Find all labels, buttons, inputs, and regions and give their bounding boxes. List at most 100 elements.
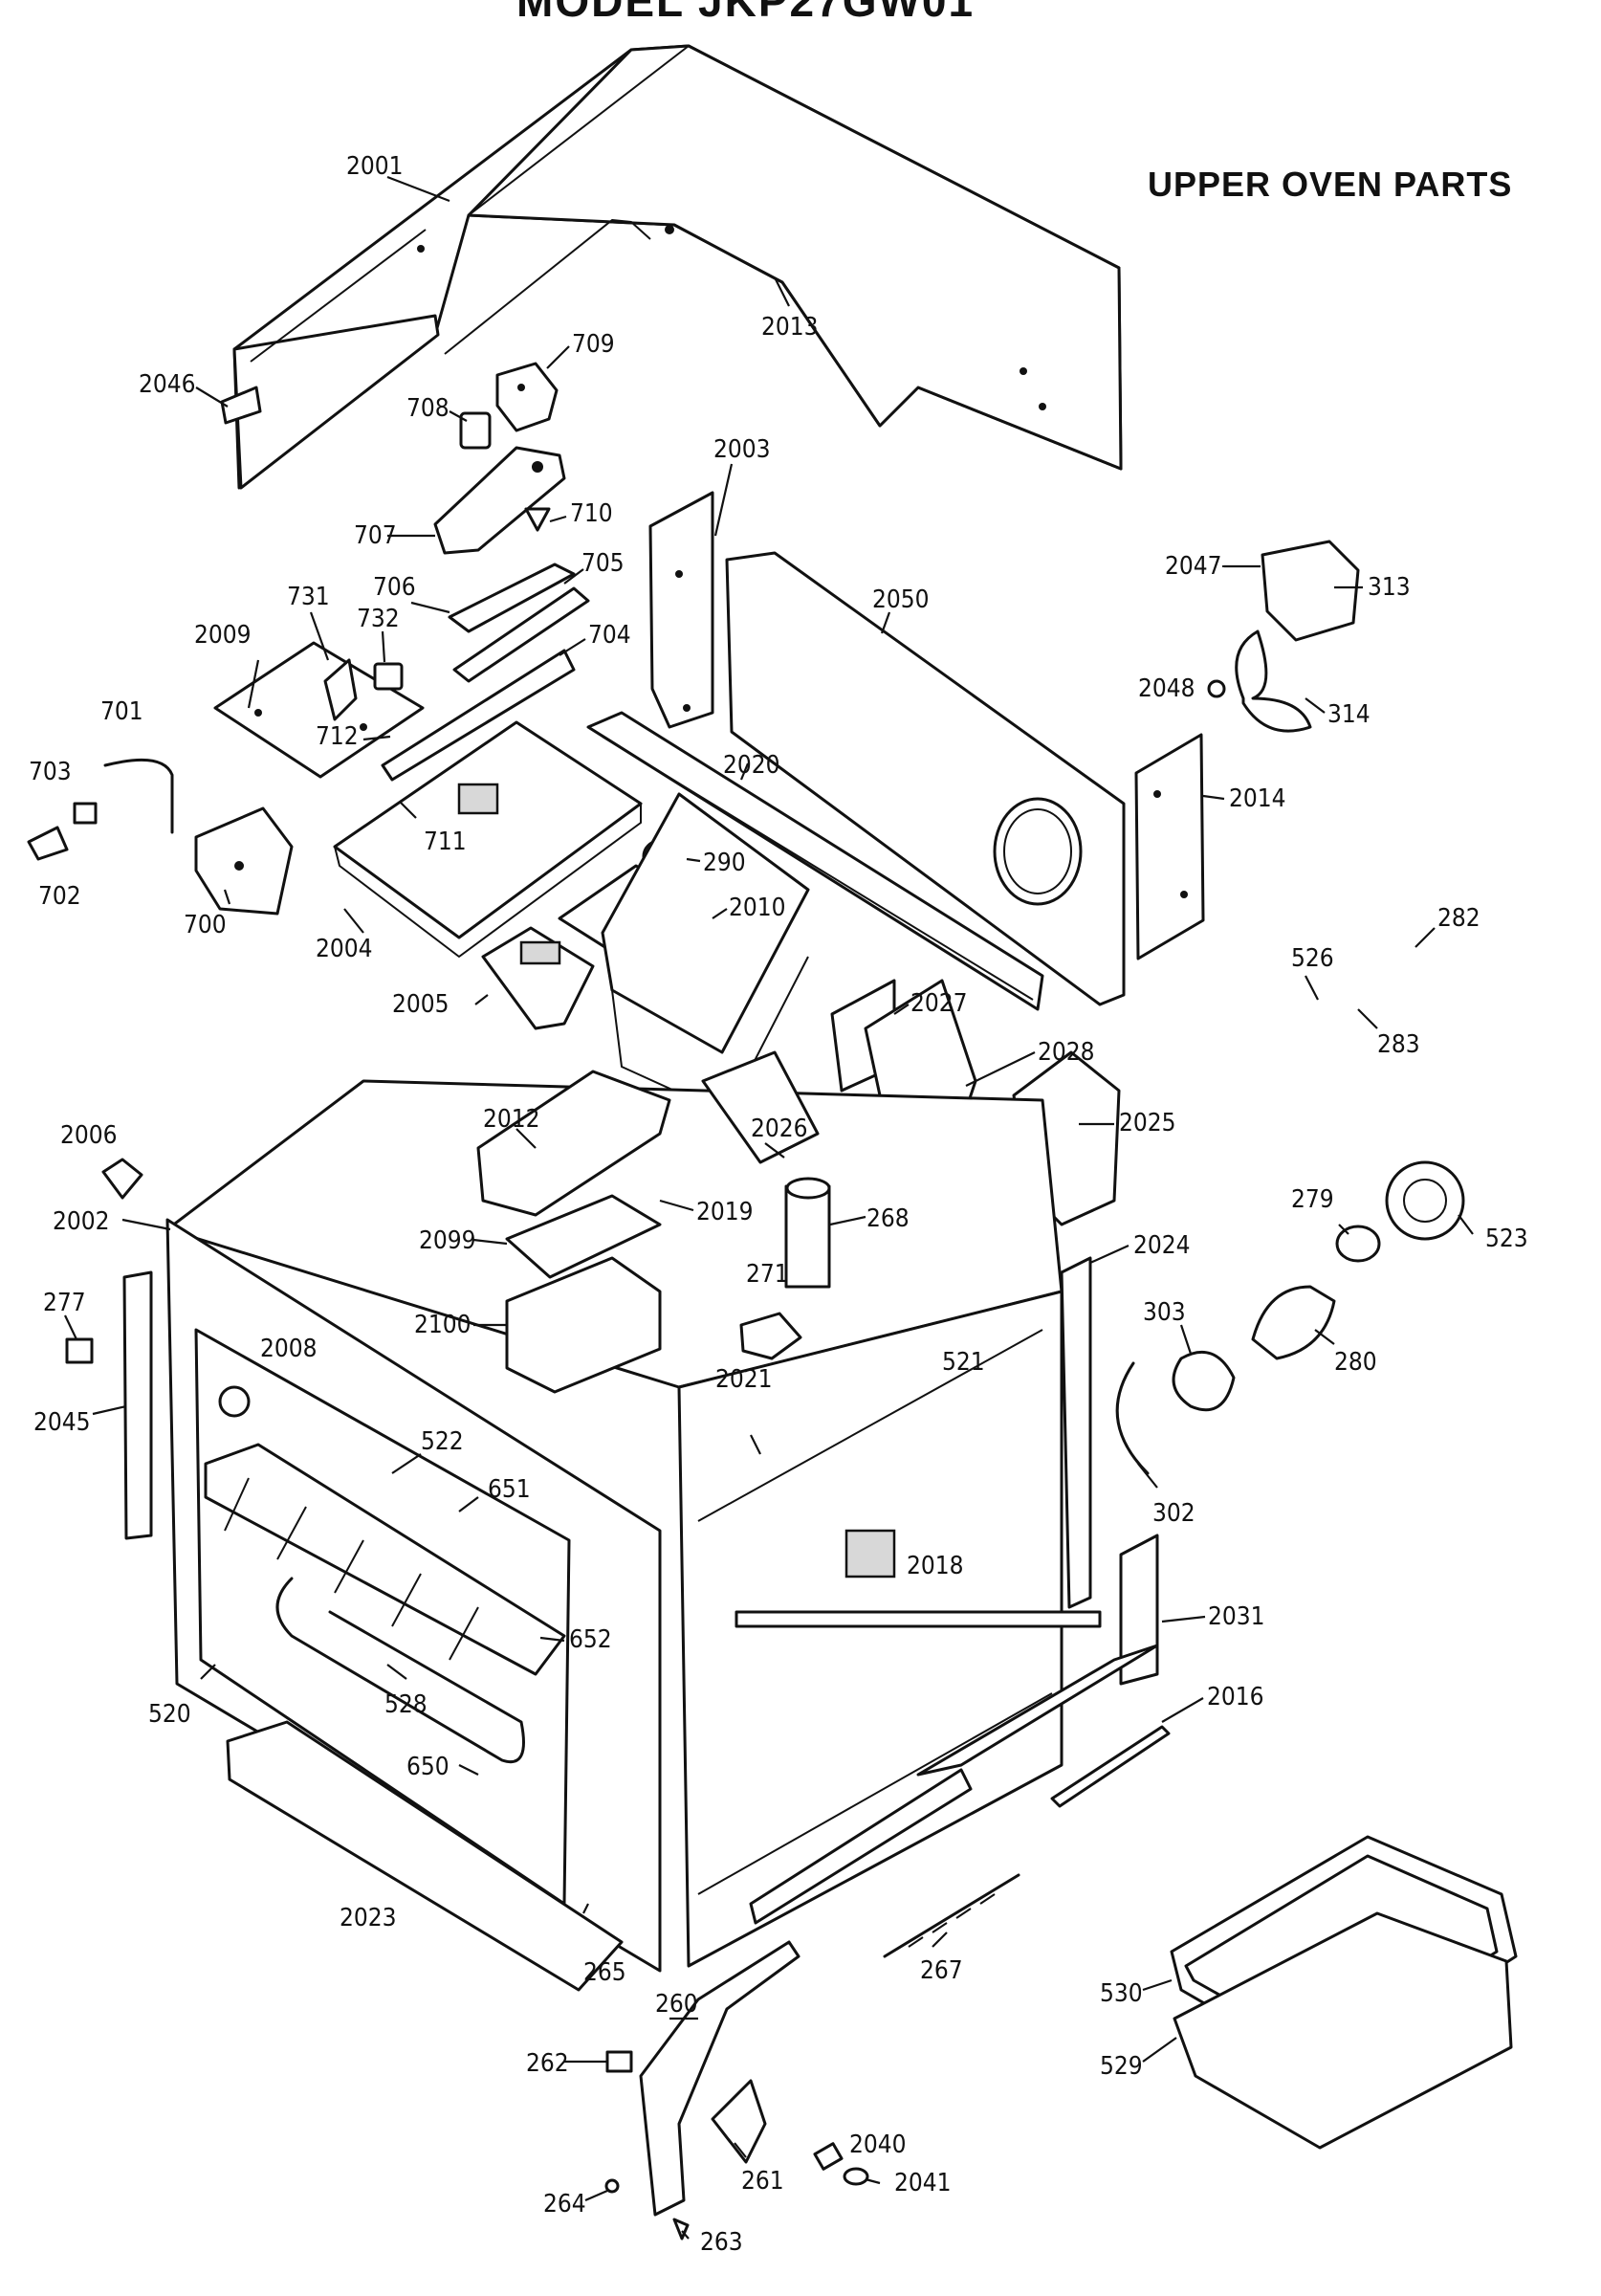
- label-2008: 2008: [260, 1335, 318, 1363]
- shield-2026: [701, 1050, 820, 1164]
- label-302: 302: [1152, 1499, 1195, 1528]
- label-528: 528: [384, 1690, 428, 1719]
- label-261: 261: [741, 2167, 784, 2196]
- label-260: 260: [655, 1990, 698, 2019]
- label-522: 522: [421, 1427, 464, 1456]
- leader-lines: [64, 175, 1474, 2240]
- lens-303: [1172, 1350, 1236, 1412]
- label-2046: 2046: [139, 370, 196, 399]
- label-2045: 2045: [33, 1408, 91, 1437]
- label-2005: 2005: [392, 990, 450, 1019]
- label-526: 526: [1291, 944, 1334, 973]
- label-521: 521: [942, 1348, 985, 1377]
- tab-2006: [101, 1158, 143, 1200]
- label-279: 279: [1291, 1185, 1334, 1214]
- bracket-2046: [220, 386, 262, 425]
- label-2004: 2004: [316, 935, 373, 963]
- switch-732: [373, 662, 404, 691]
- plate-2009: [213, 641, 425, 779]
- rail-2020: [586, 711, 1044, 1011]
- spring-267: [883, 1873, 1020, 1958]
- lever-701: [103, 758, 174, 834]
- label-529: 529: [1100, 2052, 1143, 2081]
- bar-2018: [735, 1610, 1102, 1628]
- label-706: 706: [373, 573, 416, 602]
- model-title: MODEL JKP27GW01: [516, 0, 976, 26]
- label-703: 703: [29, 758, 72, 786]
- label-2040: 2040: [849, 2130, 907, 2159]
- label-652: 652: [569, 1625, 612, 1654]
- label-2047: 2047: [1165, 552, 1222, 581]
- roller-2040-2041: [813, 2142, 869, 2186]
- label-265: 265: [583, 1958, 626, 1987]
- label-2018: 2018: [907, 1552, 964, 1580]
- label-2025: 2025: [1119, 1109, 1176, 1137]
- label-282: 282: [1437, 904, 1480, 933]
- vent-2005: [481, 926, 595, 1030]
- label-262: 262: [526, 2049, 569, 2078]
- broiler-2012: [476, 1070, 671, 1217]
- label-708: 708: [406, 394, 450, 423]
- knob-702: [27, 826, 69, 861]
- label-2031: 2031: [1208, 1602, 1265, 1631]
- label-710: 710: [570, 499, 613, 528]
- label-2041: 2041: [894, 2169, 952, 2197]
- bracket-2024: [1060, 1256, 1092, 1609]
- front-frame-2002: [165, 1218, 662, 1973]
- bulb-280: [1251, 1285, 1336, 1360]
- label-709: 709: [572, 330, 615, 359]
- label-711: 711: [424, 828, 467, 856]
- switch-709: [495, 362, 559, 432]
- trim-2045: [122, 1270, 153, 1540]
- top-cover-2001: [232, 44, 1123, 490]
- bracket-731: [323, 658, 358, 721]
- label-707: 707: [354, 521, 397, 550]
- cover-plate-2014: [1134, 733, 1205, 960]
- fan-blade-314: [1235, 629, 1312, 733]
- label-280: 280: [1334, 1348, 1377, 1377]
- label-2002: 2002: [53, 1207, 110, 1236]
- clip-703: [73, 802, 98, 825]
- label-705: 705: [581, 549, 625, 578]
- rail-704: [381, 649, 576, 782]
- label-2016: 2016: [1207, 1683, 1264, 1711]
- bake-element-650: [275, 1577, 525, 1763]
- light-socket-277: [65, 1337, 94, 1364]
- label-2020: 2020: [723, 751, 780, 780]
- label-263: 263: [700, 2228, 743, 2257]
- label-2014: 2014: [1229, 784, 1286, 813]
- label-2013: 2013: [761, 313, 819, 342]
- label-290: 290: [703, 849, 746, 877]
- label-2012: 2012: [483, 1105, 540, 1134]
- label-2024: 2024: [1133, 1231, 1191, 1260]
- vent-tube-268: [784, 1177, 831, 1289]
- screw-710: [524, 507, 551, 532]
- label-283: 283: [1377, 1030, 1420, 1059]
- label-731: 731: [287, 583, 330, 611]
- label-268: 268: [866, 1204, 910, 1233]
- label-2006: 2006: [60, 1121, 118, 1150]
- label-2099: 2099: [419, 1226, 476, 1255]
- motor-700: [194, 806, 294, 916]
- label-704: 704: [588, 621, 631, 650]
- latch-707: [433, 446, 566, 555]
- wire-302: [1115, 1361, 1150, 1475]
- label-2003: 2003: [713, 435, 771, 464]
- nut-2048: [1207, 679, 1226, 698]
- label-2028: 2028: [1038, 1038, 1095, 1067]
- label-712: 712: [316, 722, 359, 751]
- bracket-2031: [916, 1534, 1159, 1777]
- label-2009: 2009: [194, 621, 252, 650]
- ring-523: [1385, 1160, 1465, 1241]
- rack-651: [204, 1443, 566, 1676]
- label-702: 702: [38, 882, 81, 911]
- label-2048: 2048: [1138, 674, 1195, 703]
- label-2023: 2023: [340, 1904, 397, 1932]
- screws-264-263: [604, 2178, 690, 2241]
- broiler-pan-530-529: [1170, 1835, 1518, 2150]
- label-520: 520: [148, 1700, 191, 1729]
- label-314: 314: [1327, 700, 1371, 729]
- hinge-260-261-262: [605, 1940, 800, 2217]
- label-2021: 2021: [715, 1365, 773, 1394]
